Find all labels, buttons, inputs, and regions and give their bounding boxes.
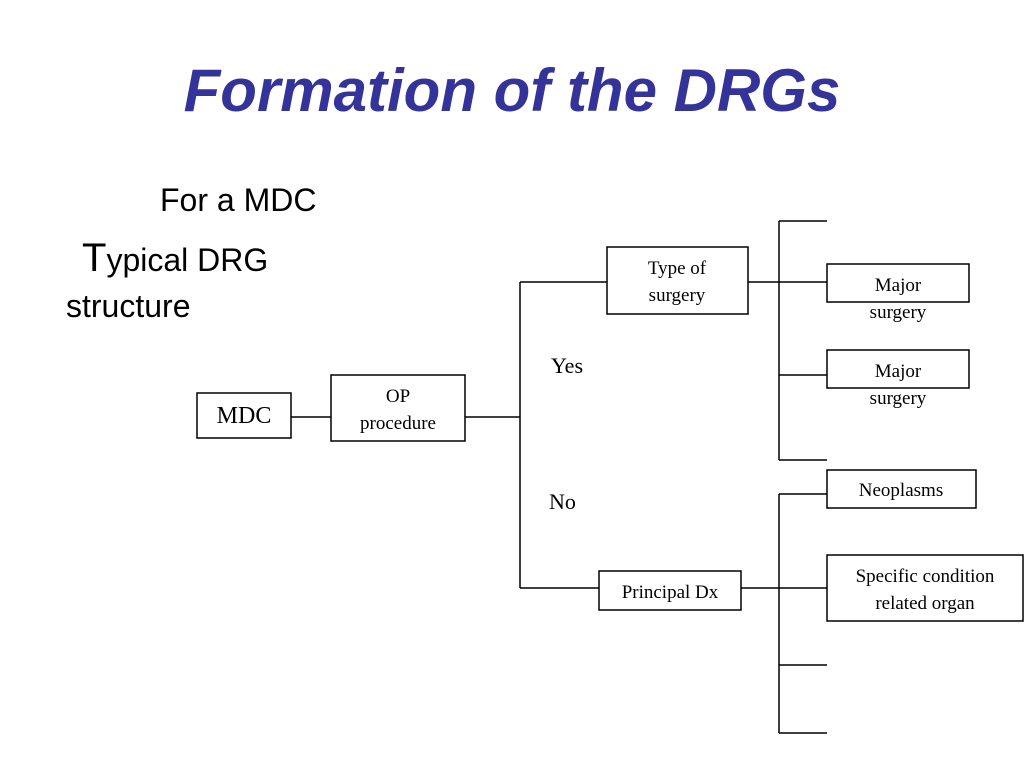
major-surgery-box-2 — [826, 349, 970, 389]
op-procedure-label-line2: procedure — [360, 413, 436, 434]
neoplasms-box — [826, 469, 977, 509]
type-of-surgery-label-line2: surgery — [649, 285, 706, 306]
op-procedure-label-line1: OP — [386, 386, 410, 407]
principal-dx-node: Principal Dx — [598, 570, 742, 611]
specific-condition-line2: related organ — [875, 593, 975, 614]
major-surgery-1-line1: Major — [875, 275, 922, 296]
mdc-node: MDC — [196, 392, 292, 439]
neoplasms-label: Neoplasms — [859, 480, 943, 501]
connector-lines — [291, 220, 827, 734]
type-of-surgery-label-line1: Type of — [648, 258, 707, 279]
structure-label: structure — [66, 288, 191, 324]
typical-drg-label: Typical DRG — [82, 236, 268, 281]
specific-condition-node: Specific condition related organ — [826, 554, 1024, 622]
mdc-box-label: MDC — [217, 403, 272, 429]
mdc-box — [196, 392, 292, 439]
type-of-surgery-box — [606, 246, 749, 315]
typical-rest: ypical DRG — [106, 242, 269, 278]
specific-condition-box — [826, 554, 1024, 622]
type-of-surgery-node: Type of surgery — [606, 246, 749, 315]
major-surgery-2-line1: Major — [875, 361, 922, 382]
op-procedure-box — [330, 374, 466, 442]
yes-label: Yes — [551, 353, 583, 378]
typical-initial: T — [82, 236, 107, 280]
major-surgery-box-1 — [826, 263, 970, 303]
slide-title: Formation of the DRGs — [183, 57, 841, 124]
major-surgery-2-line2: surgery — [870, 388, 927, 409]
major-surgery-node-2: Major surgery — [826, 349, 970, 409]
major-surgery-1-line2: surgery — [870, 302, 927, 323]
for-mdc-label: For a MDC — [160, 182, 317, 218]
major-surgery-node-1: Major surgery — [826, 263, 970, 323]
neoplasms-node: Neoplasms — [826, 469, 977, 509]
specific-condition-line1: Specific condition — [856, 566, 995, 587]
principal-dx-label: Principal Dx — [622, 582, 719, 603]
op-procedure-node: OP procedure — [330, 374, 466, 442]
principal-dx-box — [598, 570, 742, 611]
no-label: No — [549, 489, 576, 514]
